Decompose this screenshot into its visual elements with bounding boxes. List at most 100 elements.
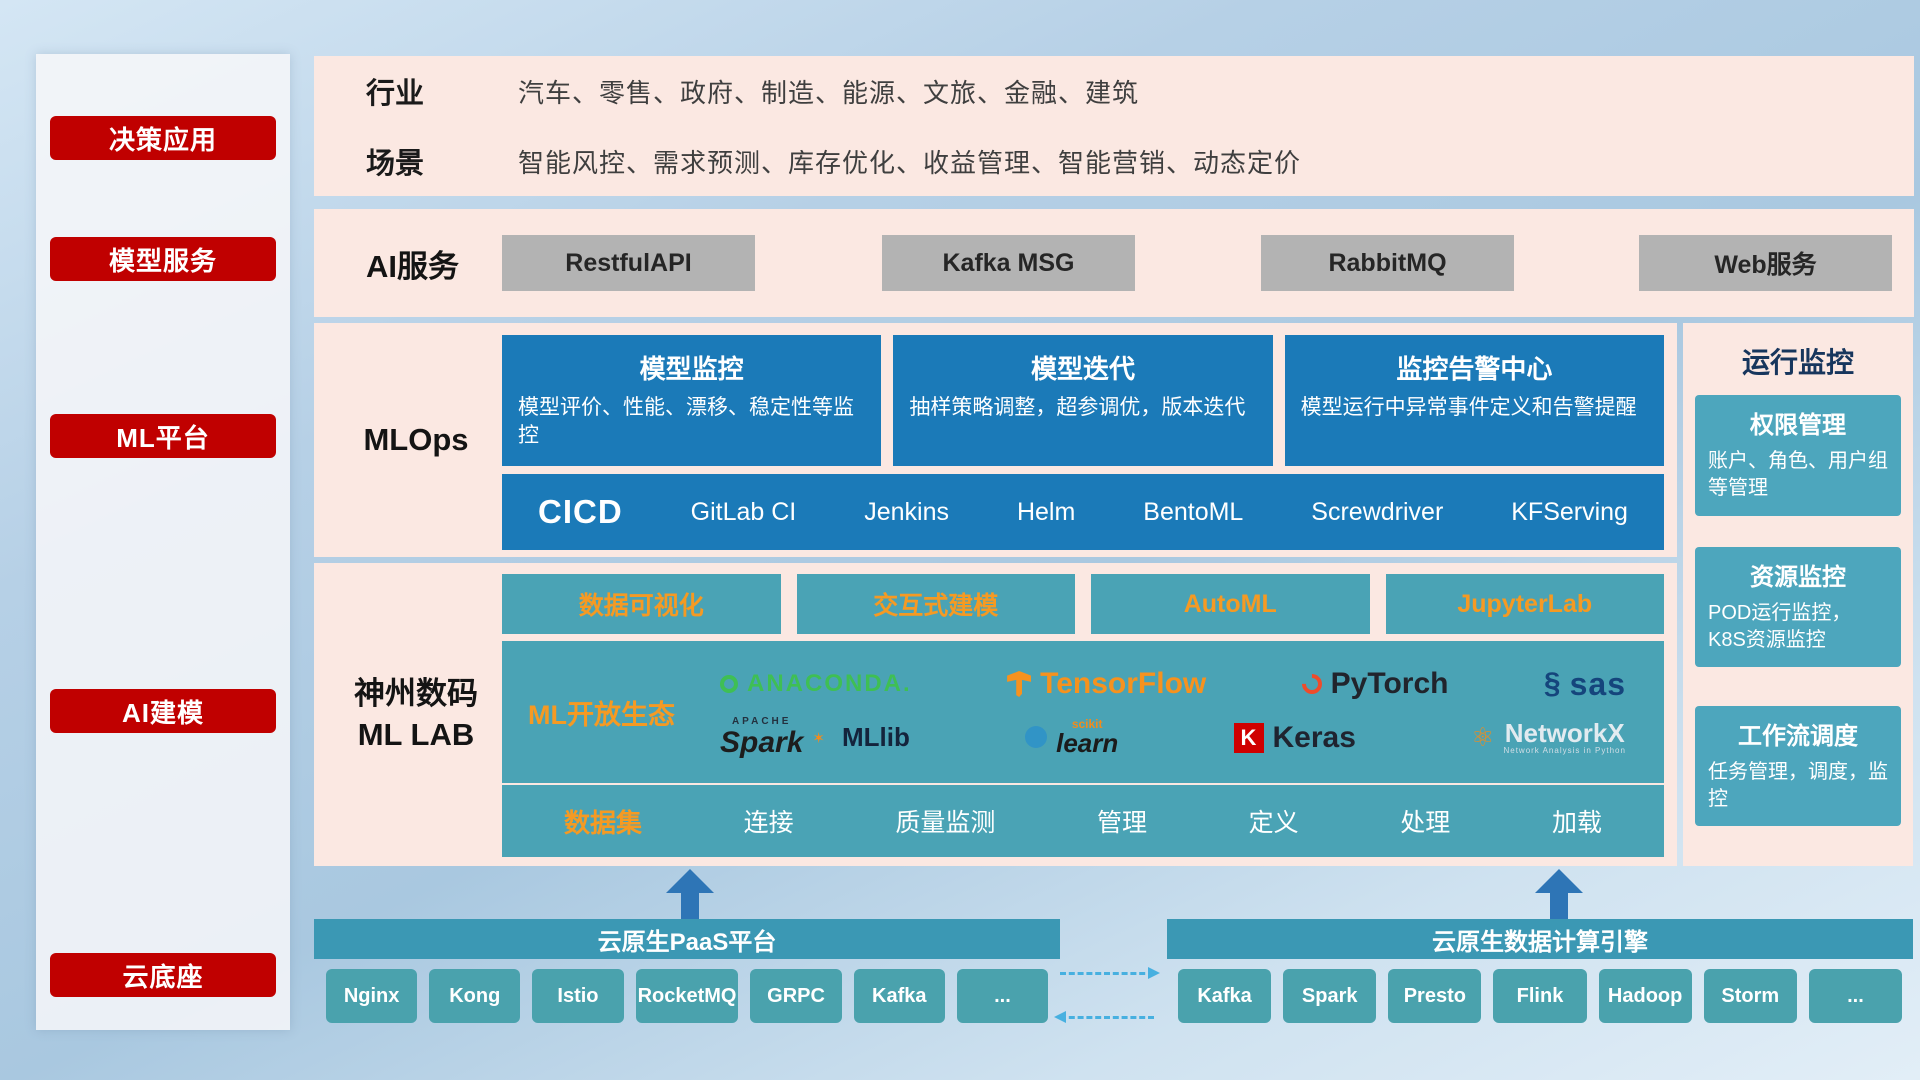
logo-row-1: ANACONDA. TensorFlow PyTorch § sas (692, 666, 1654, 703)
spark-block: Spark (1283, 969, 1377, 1023)
pytorch-logo: PyTorch (1297, 667, 1449, 701)
card-desc: POD运行监控，K8S资源监控 (1708, 602, 1852, 651)
tensorflow-logo: TensorFlow (1007, 667, 1206, 701)
dataset-bar: 数据集 连接 质量监测 管理 定义 处理 加载 (502, 785, 1664, 857)
istio-block: Istio (532, 969, 624, 1023)
industry-row: 行业 汽车、零售、政府、制造、能源、文旅、金融、建筑 (314, 56, 1914, 126)
spark-star-icon: ✶ (812, 729, 825, 747)
screwdriver-item: Screwdriver (1311, 497, 1444, 526)
scenario-value: 智能风控、需求预测、库存优化、收益管理、智能营销、动态定价 (518, 147, 1302, 178)
card-title: 模型监控 (639, 354, 744, 384)
web-service-block: Web服务 (1639, 235, 1892, 291)
card-desc: 抽样策略调整，超参调优，版本迭代 (909, 396, 1246, 419)
card-title: 资源监控 (1750, 564, 1846, 591)
mllib-text: MLlib (841, 722, 910, 752)
logo-row-2: APACHE Spark ✶ MLlib scikit learn (692, 715, 1654, 759)
kafka-block: Kafka (853, 969, 945, 1023)
networkx-text: NetworkX (1504, 717, 1625, 748)
kfserving-item: KFServing (1511, 497, 1628, 526)
sidebar-item-ai-modeling: AI建模 (50, 689, 276, 733)
industry-scenario-panel: 行业 汽车、零售、政府、制造、能源、文旅、金融、建筑 场景 智能风控、需求预测、… (314, 56, 1914, 196)
networkx-icon: ⚛ (1471, 722, 1495, 752)
dataset-process: 处理 (1400, 809, 1451, 837)
kong-block: Kong (429, 969, 521, 1023)
sidebar-item-cloud-base: 云底座 (50, 953, 276, 997)
ml-lab-tools: 数据可视化 交互式建模 AutoML JupyterLab (502, 574, 1664, 634)
scikit-learn-wordmark: scikit learn (1056, 717, 1118, 758)
arrow-head (666, 869, 714, 893)
restfulapi-block: RestfulAPI (502, 235, 755, 291)
flink-block: Flink (1493, 969, 1587, 1023)
cicd-bar: CICD GitLab CI Jenkins Helm BentoML Scre… (502, 474, 1664, 550)
sas-text: sas (1569, 665, 1626, 702)
ml-lab-label: 神州数码 ML LAB (334, 563, 498, 866)
more-block: ... (956, 969, 1049, 1023)
jupyterlab-block: JupyterLab (1385, 574, 1664, 634)
arrow-stem (681, 893, 699, 919)
ai-service-label: AI服务 (366, 248, 459, 284)
mlops-panel: MLOps 模型监控 模型评价、性能、漂移、稳定性等监控 模型迭代 抽样策略调整… (314, 323, 1677, 557)
workflow-scheduling-card: 工作流调度 任务管理，调度，监控 (1695, 706, 1901, 826)
rocketmq-block: RocketMQ (635, 969, 739, 1023)
data-engine-items: Kafka Spark Presto Flink Hadoop Storm ..… (1178, 969, 1902, 1023)
dashed-arrow-right (1060, 967, 1160, 979)
hadoop-block: Hadoop (1598, 969, 1692, 1023)
keras-icon: K (1233, 722, 1264, 753)
data-visualization-block: 数据可视化 (502, 574, 781, 634)
dataset-quality: 质量监测 (895, 809, 996, 837)
grpc-block: GRPC (750, 969, 842, 1023)
pytorch-text: PyTorch (1330, 667, 1449, 700)
spark-wordmark: APACHE Spark (720, 715, 804, 759)
dataset-label: 数据集 (564, 807, 643, 838)
dataset-manage: 管理 (1096, 809, 1147, 837)
bentoml-item: BentoML (1143, 497, 1244, 526)
sas-logo: § sas (1544, 666, 1626, 703)
networkx-caption: Network Analysis in Python (1503, 745, 1626, 755)
jenkins-item: Jenkins (864, 497, 949, 526)
ml-lab-label-line1: 神州数码 (354, 676, 478, 712)
kafka-msg-block: Kafka MSG (882, 235, 1135, 291)
gitlab-ci-item: GitLab CI (690, 497, 797, 526)
card-desc: 账户、角色、用户组等管理 (1708, 450, 1888, 499)
card-title: 模型迭代 (1030, 354, 1135, 384)
model-iteration-card: 模型迭代 抽样策略调整，超参调优，版本迭代 (893, 335, 1273, 466)
spark-text: Spark (720, 726, 804, 759)
arrow-head (1535, 869, 1583, 893)
rabbitmq-block: RabbitMQ (1261, 235, 1514, 291)
up-arrow-left (666, 869, 714, 919)
cicd-label: CICD (538, 493, 623, 530)
tensorflow-icon (1007, 671, 1032, 697)
scenario-row: 场景 智能风控、需求预测、库存优化、收益管理、智能营销、动态定价 (314, 126, 1914, 196)
helm-item: Helm (1016, 497, 1076, 526)
anaconda-text: ANACONDA. (747, 670, 912, 697)
sidebar-item-ml-platform: ML平台 (50, 414, 276, 458)
card-desc: 模型评价、性能、漂移、稳定性等监控 (518, 396, 854, 448)
scenario-label: 场景 (366, 148, 425, 180)
card-desc: 任务管理，调度，监控 (1708, 761, 1888, 810)
paas-platform-items: Nginx Kong Istio RocketMQ GRPC Kafka ... (326, 969, 1049, 1023)
alert-center-card: 监控告警中心 模型运行中异常事件定义和告警提醒 (1284, 335, 1664, 466)
sidebar-item-model-service: 模型服务 (50, 237, 276, 281)
industry-value: 汽车、零售、政府、制造、能源、文旅、金融、建筑 (518, 77, 1140, 108)
tensorflow-text: TensorFlow (1040, 667, 1207, 700)
dashed-arrow-left (1054, 1011, 1154, 1023)
arrow-head (1148, 967, 1166, 979)
pytorch-icon (1297, 669, 1326, 699)
interactive-modeling-block: 交互式建模 (796, 574, 1075, 634)
dataset-load: 加载 (1551, 809, 1602, 837)
spark-caption: APACHE (731, 715, 792, 727)
storm-block: Storm (1703, 969, 1797, 1023)
runtime-monitoring-title: 运行监控 (1741, 347, 1854, 378)
ml-open-ecosystem: ML开放生态 ANACONDA. TensorFlow PyTorch (502, 641, 1664, 783)
paas-platform-header: 云原生PaaS平台 (314, 919, 1060, 959)
ai-service-panel: AI服务 RestfulAPI Kafka MSG RabbitMQ Web服务 (314, 209, 1914, 317)
sidebar-item-decision-app: 决策应用 (50, 116, 276, 160)
resource-monitoring-card: 资源监控 POD运行监控，K8S资源监控 (1695, 547, 1901, 667)
ml-lab-label-line2: ML LAB (357, 716, 475, 752)
card-title: 权限管理 (1750, 412, 1846, 439)
arrow-head (1048, 1011, 1066, 1023)
ml-lab-panel: 神州数码 ML LAB 数据可视化 交互式建模 AutoML JupyterLa… (314, 563, 1677, 866)
networkx-logo: ⚛ NetworkX Network Analysis in Python (1471, 717, 1626, 756)
anaconda-logo: ANACONDA. (720, 670, 912, 698)
